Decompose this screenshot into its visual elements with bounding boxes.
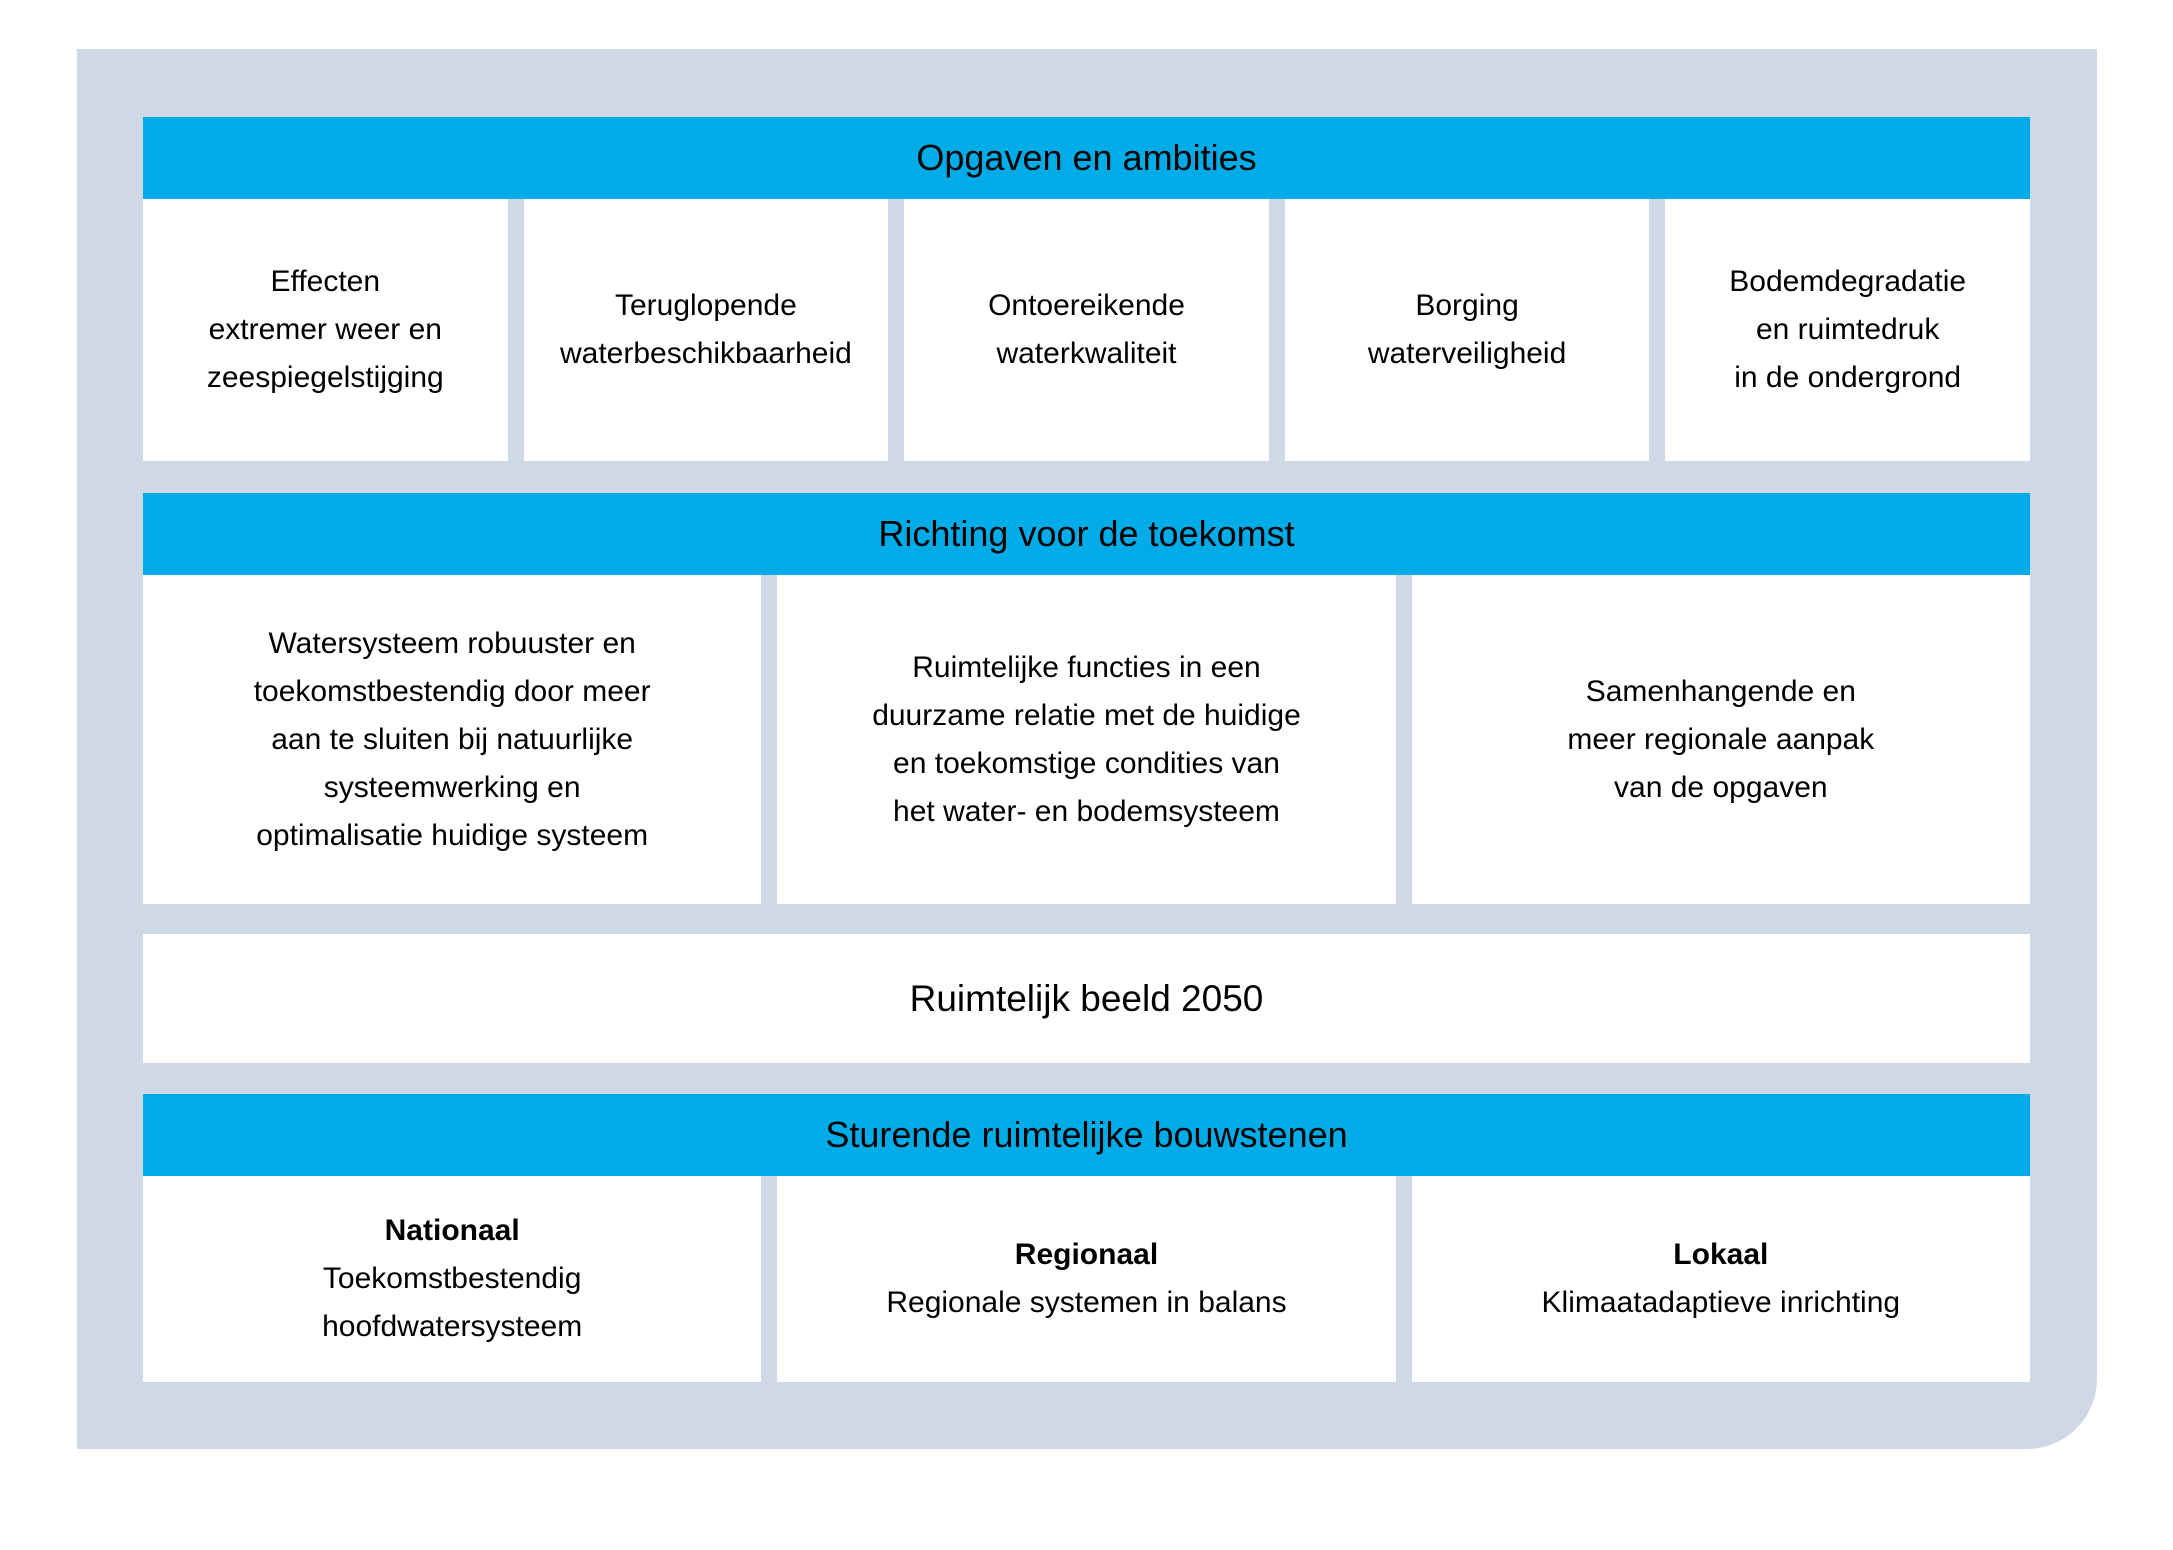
box-teruglopende-waterbeschikbaarheid: Teruglopende waterbeschikbaarheid xyxy=(523,199,889,461)
section-header-richting: Richting voor de toekomst xyxy=(143,493,2030,575)
box-nationaal-text: Toekomstbestendig hoofdwatersysteem xyxy=(322,1262,583,1343)
opgaven-boxes-row: Effecten extremer weer en zeespiegelstij… xyxy=(143,199,2030,461)
section-title-opgaven: Opgaven en ambities xyxy=(916,137,1257,178)
box-ontoereikende-waterkwaliteit: Ontoereikende waterkwaliteit xyxy=(904,199,1269,461)
richting-boxes-row: Watersysteem robuuster en toekomstbesten… xyxy=(143,575,2030,904)
box-regionaal-text: Regionale systemen in balans xyxy=(886,1286,1287,1319)
box-samenhangende-aanpak: Samenhangende en meer regionale aanpak v… xyxy=(1411,575,2030,904)
ruimtelijk-beeld-title: Ruimtelijk beeld 2050 xyxy=(909,977,1264,1019)
box-watersysteem-robuuster: Watersysteem robuuster en toekomstbesten… xyxy=(143,575,762,904)
box-regionaal: Regionaal Regionale systemen in balans xyxy=(777,1176,1396,1382)
box-effecten-extremer-weer: Effecten extremer weer en zeespiegelstij… xyxy=(143,199,508,461)
box-lokaal-text: Klimaatadaptieve inrichting xyxy=(1541,1286,1901,1319)
box-regionaal-title: Regionaal xyxy=(1014,1238,1159,1271)
infographic-panel: Opgaven en ambities Effecten extremer we… xyxy=(77,49,2097,1449)
bouwstenen-boxes-row: Nationaal Toekomstbestendig hoofdwatersy… xyxy=(143,1176,2030,1382)
section-title-richting: Richting voor de toekomst xyxy=(878,513,1295,554)
box-bodemdegradatie: Bodemdegradatie en ruimtedruk in de onde… xyxy=(1665,199,2030,461)
section-header-opgaven: Opgaven en ambities xyxy=(143,117,2030,199)
box-lokaal-title: Lokaal xyxy=(1673,1238,1769,1271)
box-ruimtelijke-functies: Ruimtelijke functies in een duurzame rel… xyxy=(777,575,1396,904)
box-nationaal-title: Nationaal xyxy=(384,1214,520,1247)
box-lokaal: Lokaal Klimaatadaptieve inrichting xyxy=(1411,1176,2030,1382)
box-nationaal: Nationaal Toekomstbestendig hoofdwatersy… xyxy=(143,1176,762,1382)
ruimtelijk-beeld-band: Ruimtelijk beeld 2050 xyxy=(143,934,2030,1063)
section-title-bouwstenen: Sturende ruimtelijke bouwstenen xyxy=(825,1114,1348,1155)
section-header-bouwstenen: Sturende ruimtelijke bouwstenen xyxy=(143,1094,2030,1176)
box-borging-waterveiligheid: Borging waterveiligheid xyxy=(1284,199,1650,461)
